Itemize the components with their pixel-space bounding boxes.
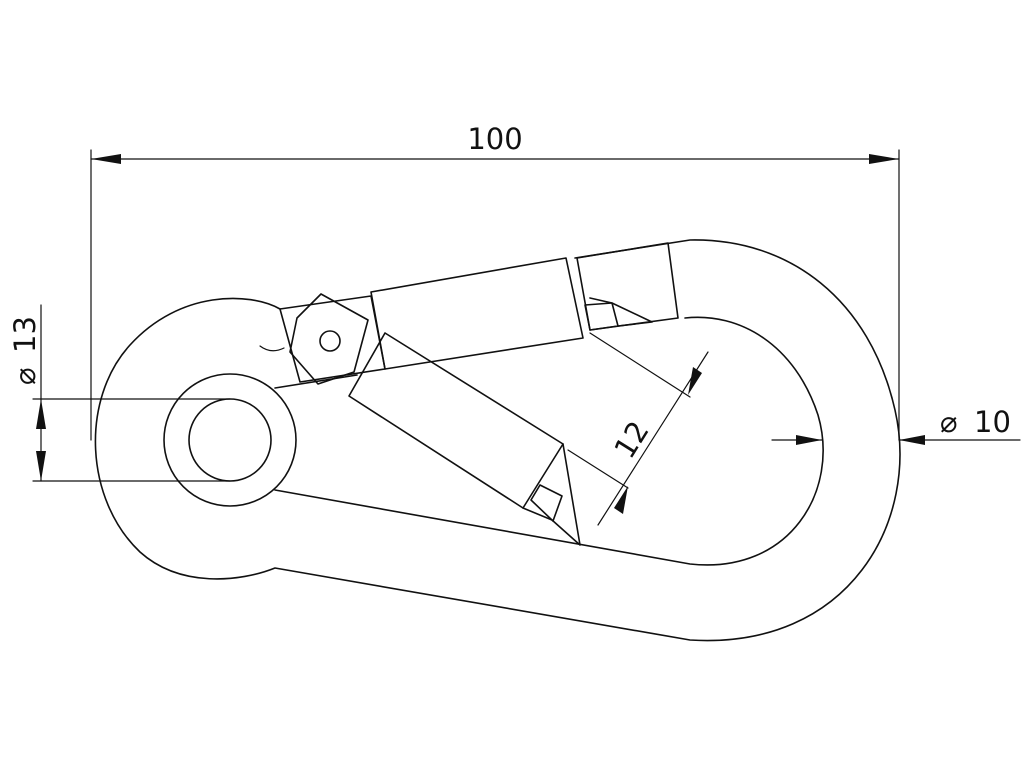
gate-pivot-tick <box>259 345 285 352</box>
dim-eye-arrow-top <box>36 399 46 429</box>
eye <box>163 373 297 507</box>
upper-notch <box>584 302 619 331</box>
gate-bar <box>348 332 564 509</box>
upper-sleeve <box>279 242 679 383</box>
dim-gate-ext-lower <box>567 449 629 489</box>
eye-inner-circle <box>188 398 272 482</box>
dim-overall-arrow-right <box>869 154 899 164</box>
upper-latch-ramp <box>589 297 653 327</box>
gate-latch-slot <box>530 484 563 522</box>
gate-pivot-pin <box>319 330 341 352</box>
dim-eye-diameter: ⌀ 13 <box>8 304 231 482</box>
gate <box>259 293 581 546</box>
dim-gate-opening: 12 <box>567 332 709 526</box>
dim-overall-length: 100 <box>90 122 900 441</box>
eye-outer-circle <box>163 373 297 507</box>
upper-sleeve-cap <box>576 242 679 331</box>
gate-end-block <box>522 443 581 546</box>
dim-eye-symbol: ⌀ <box>8 368 42 385</box>
upper-hinge-block <box>279 295 386 383</box>
gate-pivot-hex <box>289 293 369 385</box>
dim-wire-label: 10 <box>974 405 1011 439</box>
upper-sleeve-body <box>370 257 584 370</box>
dim-wire-arrow-right <box>899 435 925 445</box>
dim-gate-line <box>597 351 709 526</box>
dim-wire-diameter: ⌀ 10 <box>771 405 1021 445</box>
dim-gate-arrow-upper <box>688 367 702 395</box>
dim-overall-label: 100 <box>467 122 522 156</box>
dim-gate-label: 12 <box>607 415 655 464</box>
dim-eye-arrow-bottom <box>36 451 46 481</box>
dim-gate-ext-upper <box>589 332 691 398</box>
dim-overall-arrow-left <box>91 154 121 164</box>
dim-eye-label: 13 <box>8 316 42 353</box>
dim-wire-symbol: ⌀ <box>940 405 957 439</box>
body-outer-contour <box>94 239 901 642</box>
dim-wire-arrow-left <box>796 435 822 445</box>
dim-gate-arrow-lower <box>614 486 628 514</box>
body-inner-contour <box>274 316 824 566</box>
